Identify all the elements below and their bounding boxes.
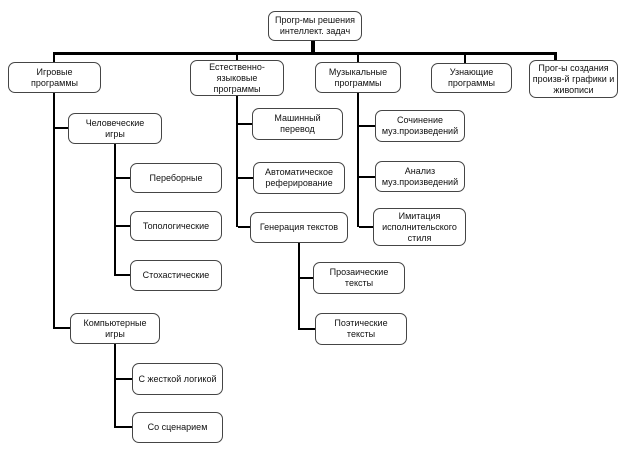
node-music-analysis: Анализ муз.произведений [375,161,465,192]
node-performance-style-imitation: Имитация исполнительского стиля [373,208,466,246]
node-recognition-programs: Узнающие программы [431,63,512,93]
connector-stub-music-composition [359,125,375,127]
connector-trunk-game-programs [53,93,55,329]
node-stochastic-games: Стохастические [130,260,222,291]
connector-stub-hard-logic-games [116,378,132,380]
connector-stub-stochastic-games [116,274,130,276]
node-human-games: Человеческие игры [68,113,162,144]
connector-stub-machine-translation [238,123,252,125]
connector-stub-text-generation [238,226,250,228]
connector-stub-poetic-texts [300,328,315,330]
node-topological-games: Топологические [130,211,222,241]
node-prose-texts: Прозаические тексты [313,262,405,294]
connector-trunk-human-games [114,144,116,276]
connector-stub-style-imitation [359,226,373,228]
connector-stub-graphics-programs [554,55,557,60]
node-scenario-games: Со сценарием [132,412,223,443]
connector-level2-horizontal [53,52,557,55]
connector-trunk-music-programs [357,93,359,227]
connector-stub-scenario-games [116,426,132,428]
connector-stub-enumeration-games [116,177,130,179]
connector-trunk-nl-programs [236,96,238,227]
connector-stub-game-programs [53,55,55,62]
connector-stub-music-programs [357,55,359,62]
node-computer-games: Компьютерные игры [70,313,160,344]
node-natural-language-programs: Естественно-языковые программы [190,60,284,96]
node-machine-translation: Машинный перевод [252,108,343,140]
connector-trunk-text-generation [298,243,300,330]
connector-root-stub [311,40,315,53]
connector-stub-recognition-programs [464,55,466,63]
node-text-generation: Генерация текстов [250,212,348,243]
node-music-programs: Музыкальные программы [315,62,401,93]
connector-stub-nl-programs [236,55,238,60]
node-music-composition: Сочинение муз.произведений [375,110,465,142]
node-intellect-task-programs: Прогр-мы решения интеллект. задач [268,11,362,41]
connector-trunk-computer-games [114,344,116,428]
connector-stub-prose-texts [300,277,313,279]
node-auto-summarization: Автоматическое реферирование [253,162,345,194]
node-graphics-art-programs: Прог-ы создания произв-й графики и живоп… [529,60,618,98]
connector-stub-music-analysis [359,176,375,178]
node-enumeration-games: Переборные [130,163,222,193]
connector-stub-computer-games [55,327,70,329]
node-game-programs: Игровые программы [8,62,101,93]
connector-stub-human-games [55,127,68,129]
node-hard-logic-games: С жесткой логикой [132,363,223,395]
connector-stub-topological-games [116,225,130,227]
connector-stub-auto-summarization [238,177,253,179]
node-poetic-texts: Поэтические тексты [315,313,407,345]
